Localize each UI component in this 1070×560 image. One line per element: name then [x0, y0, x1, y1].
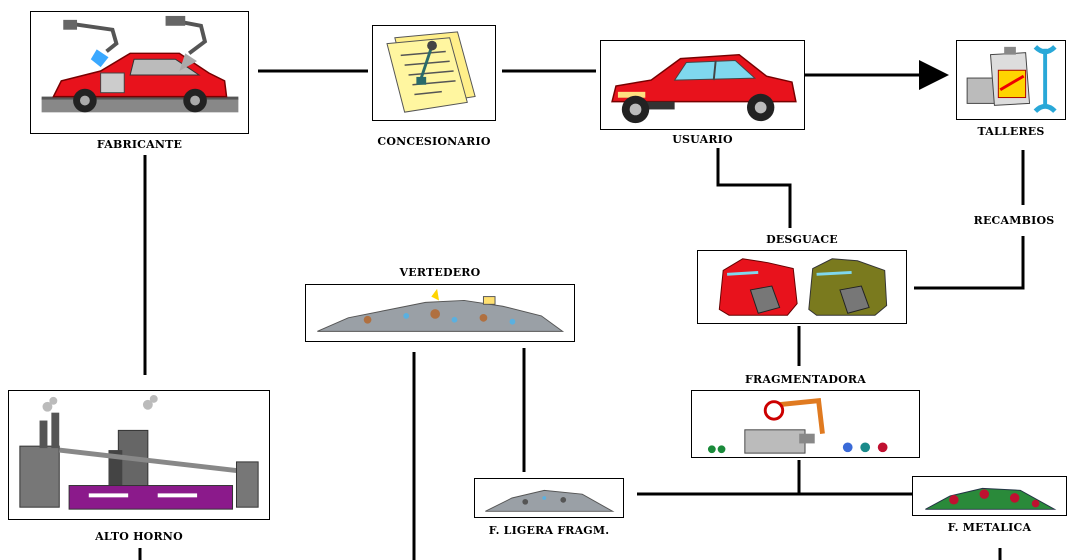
label-vertedero: VERTEDERO [399, 266, 481, 279]
node-desguace [697, 250, 907, 324]
light-fraction-pile-icon [485, 489, 615, 512]
node-f-metalica [912, 476, 1067, 516]
node-fabricante [30, 11, 249, 134]
label-concesionario: CONCESIONARIO [377, 135, 491, 148]
node-vertedero [305, 284, 575, 342]
label-fragmentadora: FRAGMENTADORA [744, 373, 866, 386]
shredder-crane-icon [707, 398, 888, 454]
label-f-ligera: F. LIGERA FRAGM. [488, 524, 610, 537]
scrap-piles-icon [718, 258, 888, 316]
label-usuario: USUARIO [672, 133, 733, 146]
car-factory-icon [41, 15, 239, 113]
metal-fraction-pile-icon [925, 487, 1057, 510]
oil-can-wrench-icon [966, 45, 1057, 114]
node-talleres [956, 40, 1066, 120]
edge-label-recambios: RECAMBIOS [973, 214, 1055, 227]
node-fragmentadora [691, 390, 920, 458]
label-f-metalica: F. METALICA [947, 521, 1032, 534]
node-concesionario [372, 25, 496, 121]
label-desguace: DESGUACE [766, 233, 838, 246]
label-alto-horno: ALTO HORNO [95, 530, 183, 543]
node-alto-horno [8, 390, 270, 520]
node-usuario [600, 40, 805, 130]
label-talleres: TALLERES [977, 125, 1045, 138]
edge-usuario-desguace [716, 148, 792, 228]
blast-furnace-icon [19, 394, 259, 510]
label-fabricante: FABRICANTE [96, 138, 183, 151]
node-f-ligera [474, 478, 624, 518]
edge-recambios-desguace [914, 236, 1025, 290]
red-car-icon [611, 53, 797, 124]
edge-fragmentadora-fractions [637, 460, 801, 496]
landfill-icon [317, 288, 565, 332]
contract-documents-icon [386, 31, 476, 113]
